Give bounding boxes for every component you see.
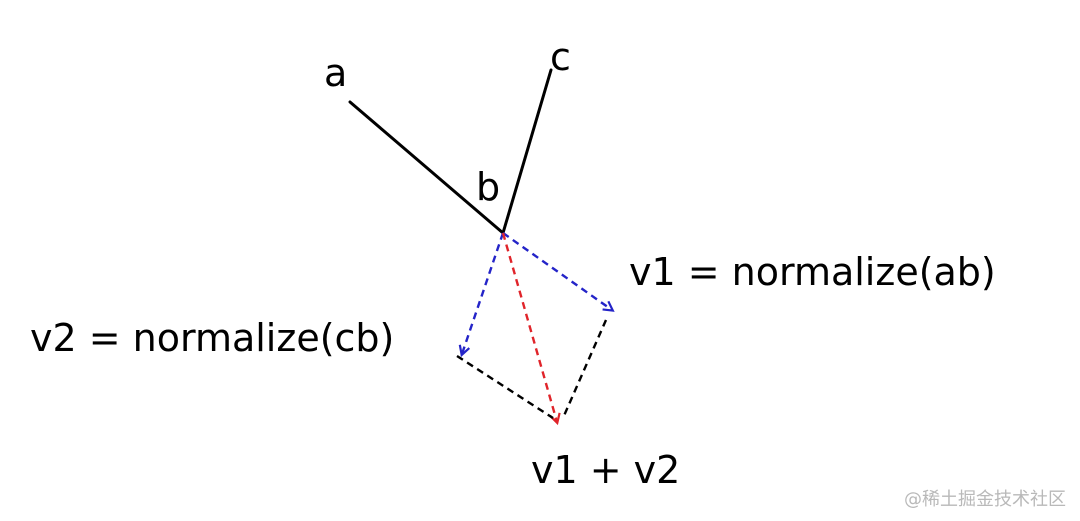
vector-v2-arrow <box>458 232 505 358</box>
segment-ab <box>348 100 505 235</box>
label-v1: v1 = normalize(ab) <box>629 250 996 294</box>
label-c: c <box>550 35 571 79</box>
parallelogram-edge-v2-end <box>456 354 554 420</box>
label-a: a <box>324 51 347 95</box>
parallelogram-edge-v1-end <box>561 319 608 419</box>
label-b: b <box>476 165 500 209</box>
segment-cb <box>501 68 553 235</box>
label-v2: v2 = normalize(cb) <box>30 316 394 360</box>
vector-sum-arrow <box>501 232 561 426</box>
label-sum: v1 + v2 <box>531 448 680 492</box>
vector-v1-arrow <box>502 232 615 312</box>
watermark: @稀土掘金技术社区 <box>904 489 1066 510</box>
